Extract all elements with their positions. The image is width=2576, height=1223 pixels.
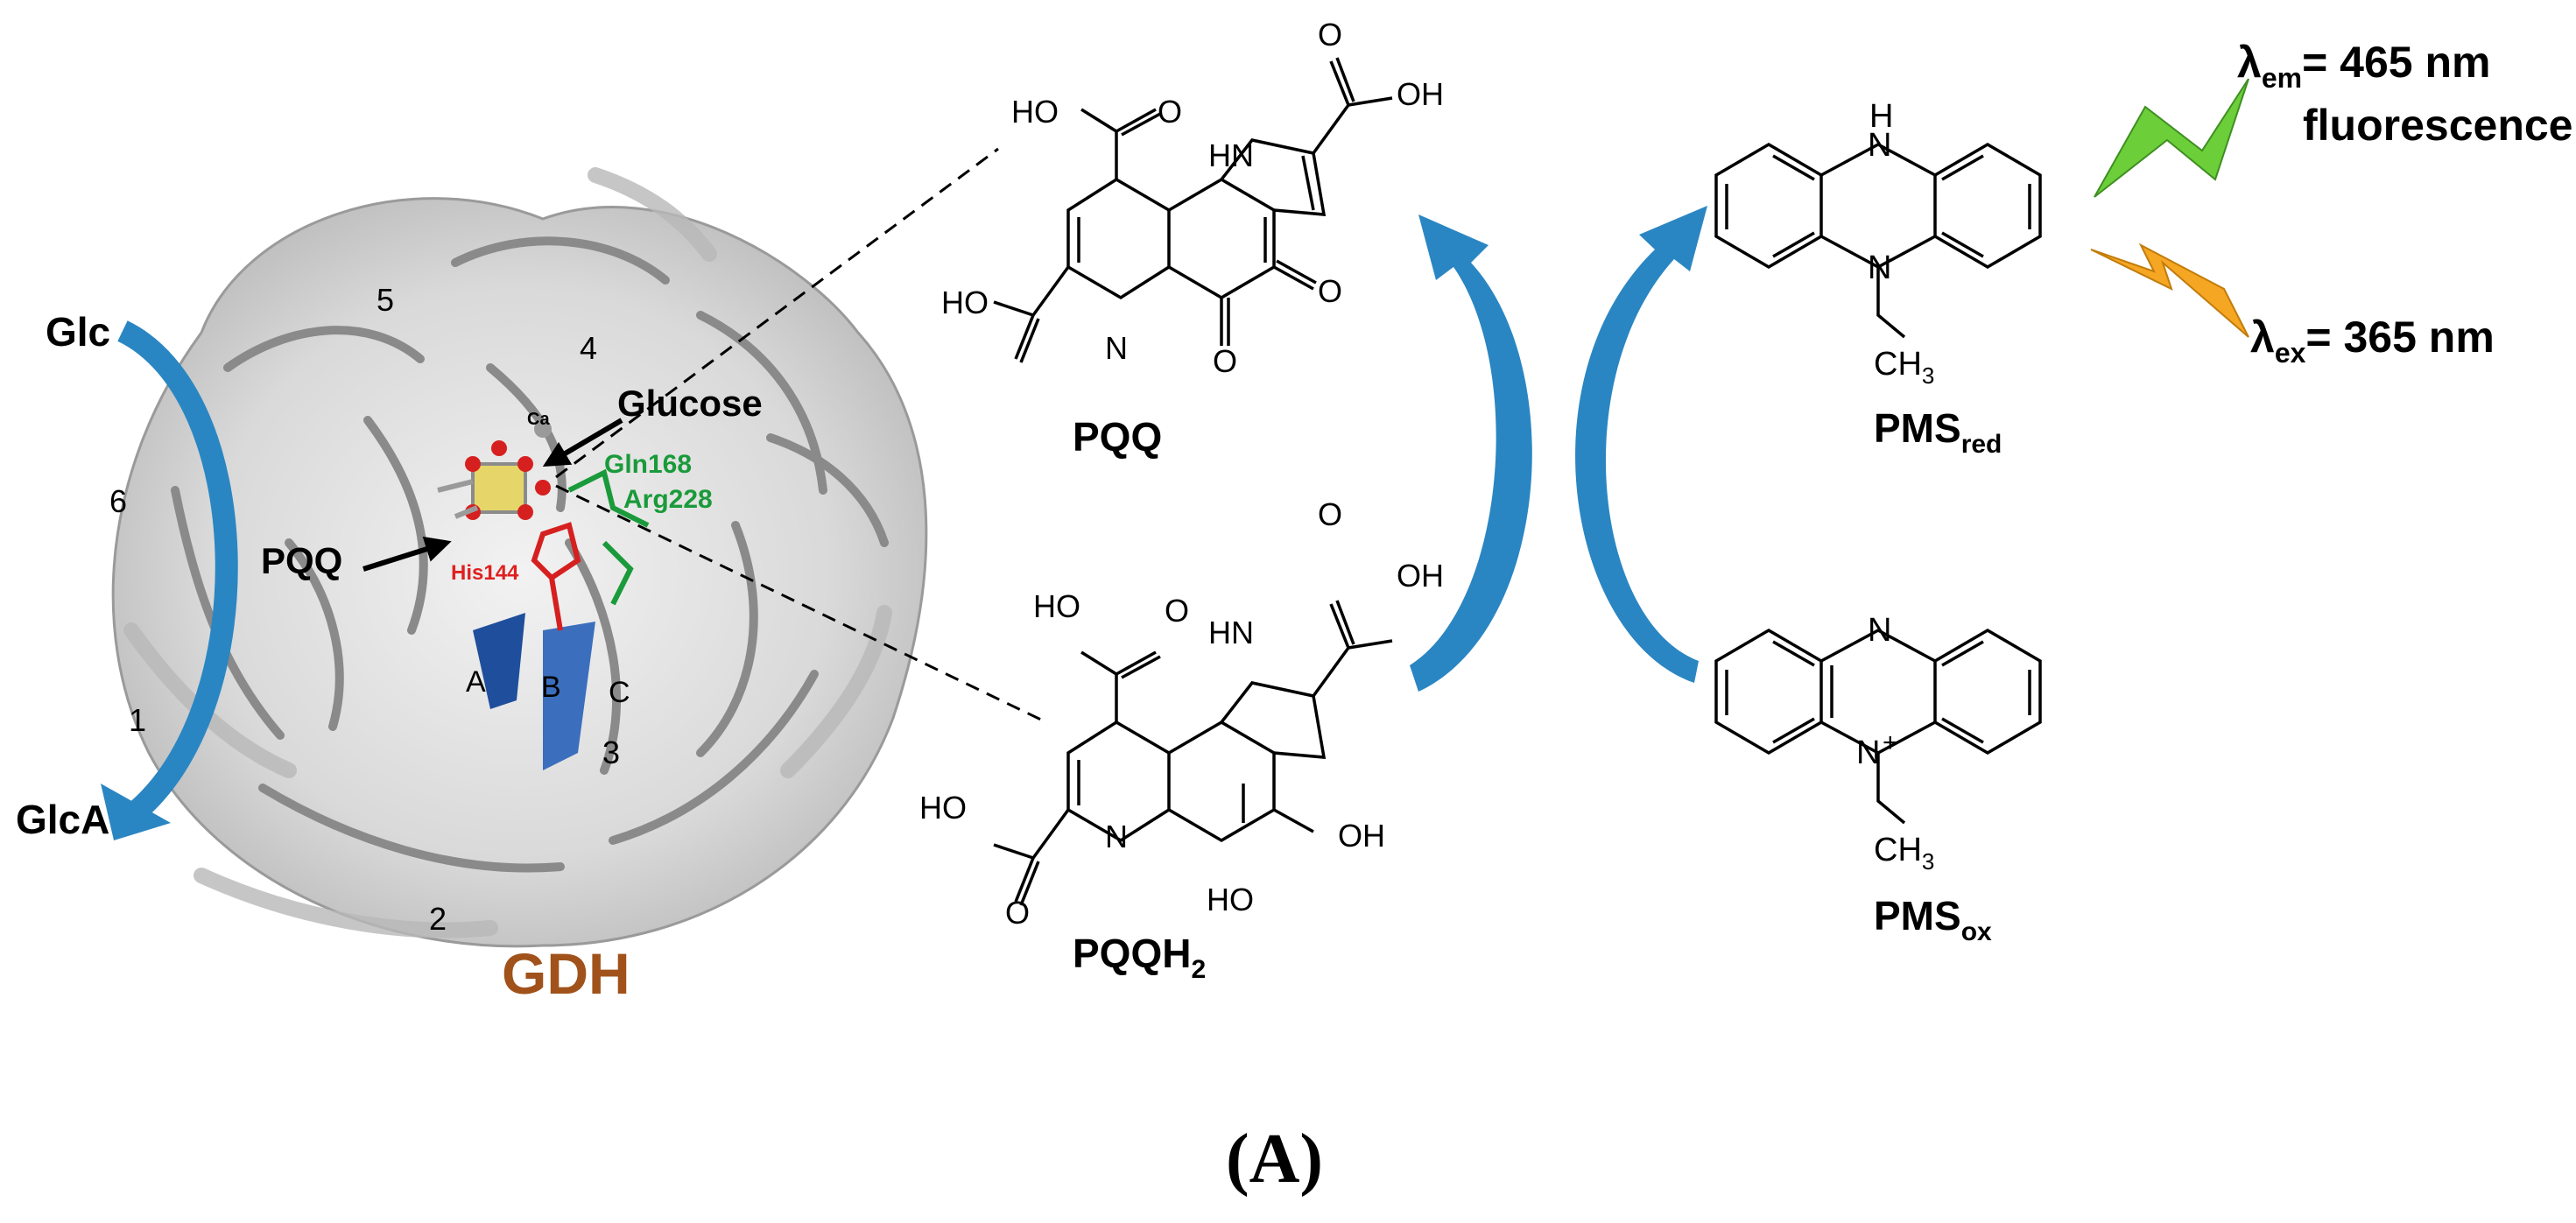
- protein-structure: Glc GlcA PQQ Glucose Ca Gln168 Arg228 Hi…: [16, 167, 928, 1006]
- pqq-atom-o-acid: O: [1318, 17, 1342, 53]
- pms-ox-structure: [1714, 628, 2042, 825]
- gdh-label: GDH: [502, 941, 630, 1006]
- pqqh2-atom-hn: HN: [1208, 615, 1254, 650]
- residue-arg228-stick: [602, 540, 634, 606]
- pqq-arrow: [362, 536, 452, 572]
- emission-value: = 465 nm: [2302, 38, 2490, 87]
- blue-strand-a: [473, 613, 525, 709]
- residue-his144-stick: [531, 522, 581, 631]
- pqq-atom-o1: O: [1213, 343, 1237, 379]
- blade-number-3: 3: [602, 735, 620, 770]
- excitation-bolt: [2090, 242, 2249, 338]
- glc-label: Glc: [46, 309, 110, 355]
- pqqh2-atom-ho-left: HO: [919, 790, 967, 826]
- pqq-atom-ho-top: HO: [1011, 94, 1059, 130]
- pqq-atom-o-top: O: [1158, 94, 1182, 130]
- pqq-name: PQQ: [1073, 414, 1162, 460]
- pms-ox-plus: +: [1883, 728, 1898, 757]
- glucose-label: Glucose: [617, 383, 763, 424]
- pqqh2-atom-o-acid2: O: [1005, 895, 1030, 931]
- emission-line2: fluorescence: [2303, 101, 2572, 150]
- blade-number-6: 6: [109, 483, 127, 519]
- substrate-arrow: [117, 320, 238, 819]
- substrate-arrow-head: [101, 784, 171, 840]
- pqq-atom-oh-right: OH: [1397, 76, 1444, 112]
- protein-body: [111, 197, 928, 948]
- pqq-structure: [993, 57, 1393, 363]
- pms-red-name-sub: red: [1961, 430, 2002, 459]
- blade-number-4: 4: [580, 330, 597, 366]
- blade-number-5: 5: [377, 282, 394, 318]
- pms-ox-three: 3: [1922, 848, 1934, 875]
- pqqh2-atom-o-acid: O: [1318, 496, 1342, 532]
- pms-ox-name-sub: ox: [1961, 917, 1992, 946]
- redox-arrow-left: [1410, 214, 1532, 692]
- pqqh2-atom-ho-ring: HO: [1207, 882, 1254, 917]
- pms-ox-atom-n-top: N: [1868, 612, 1891, 649]
- pqqh2-name-main: PQQH: [1073, 931, 1191, 976]
- pqq-site-label: PQQ: [261, 540, 342, 581]
- pqqh2-structure: [993, 600, 1393, 906]
- pqqh2-atom-oh-ring: OH: [1338, 818, 1385, 854]
- pqqh2-atom-o-top: O: [1165, 593, 1189, 629]
- pms-red-structure: [1714, 142, 2042, 339]
- excitation-lambda: λ: [2250, 313, 2275, 362]
- strand-letter-c: C: [609, 676, 630, 709]
- excitation-label: λex= 365 nm: [2250, 313, 2495, 369]
- pms-red-three: 3: [1922, 362, 1934, 389]
- pqqh2-atom-oh-right: OH: [1397, 558, 1444, 594]
- blue-strand-b: [543, 622, 595, 770]
- strand-letter-a: A: [466, 665, 486, 699]
- residue-arg228-label: Arg228: [623, 485, 713, 514]
- glucose-arrow: [542, 418, 623, 467]
- glca-label: GlcA: [16, 797, 109, 842]
- ca-label: Ca: [527, 410, 550, 429]
- pqqh2-atom-ho-top: HO: [1033, 588, 1080, 624]
- residue-his144-label: His144: [451, 561, 519, 585]
- emission-bolt: [2094, 78, 2249, 198]
- figure-caption: (A): [1226, 1121, 1323, 1198]
- residue-gln168-stick: [567, 468, 650, 528]
- pms-ox-ch3: CH3: [1874, 832, 1934, 875]
- pms-red-name-main: PMS: [1874, 405, 1961, 451]
- pqqh2-name-sub: 2: [1191, 955, 1206, 984]
- pqqh2-name: PQQH2: [1073, 931, 1206, 984]
- blade-number-1: 1: [129, 702, 146, 738]
- pqq-atom-hn: HN: [1208, 137, 1254, 173]
- pms-ox-ch: CH: [1874, 832, 1922, 868]
- pms-ox-name: PMSox: [1874, 893, 1992, 946]
- emission-label: λem= 465 nm: [2237, 38, 2490, 94]
- pms-red-atom-n-top: N: [1868, 127, 1891, 164]
- pms-ox-name-main: PMS: [1874, 893, 1961, 938]
- pms-red-atom-n-bottom: N: [1868, 250, 1891, 286]
- pqqh2-atom-n: N: [1105, 819, 1128, 854]
- pqq-atom-ho-left: HO: [941, 285, 989, 320]
- pms-ox-atom-n-bottom: N: [1856, 735, 1880, 771]
- pms-red-ch: CH: [1874, 346, 1922, 383]
- pms-red-name: PMSred: [1874, 405, 2002, 459]
- redox-arrow-right: [1575, 206, 1707, 683]
- pqq-atom-n: N: [1105, 330, 1128, 366]
- strand-letter-b: B: [541, 671, 561, 704]
- pqq-atom-o2: O: [1318, 273, 1342, 309]
- pms-red-atom-h: H: [1869, 98, 1893, 135]
- emission-sub: em: [2262, 62, 2302, 94]
- emission-lambda: λ: [2237, 38, 2262, 87]
- residue-gln168-label: Gln168: [604, 450, 692, 479]
- excitation-value: = 365 nm: [2305, 313, 2494, 362]
- blade-number-2: 2: [429, 901, 447, 937]
- pms-red-ch3: CH3: [1874, 346, 1934, 389]
- zoom-line-top: [555, 147, 999, 479]
- ligand-ball-stick: [437, 420, 552, 520]
- excitation-sub: ex: [2275, 337, 2306, 369]
